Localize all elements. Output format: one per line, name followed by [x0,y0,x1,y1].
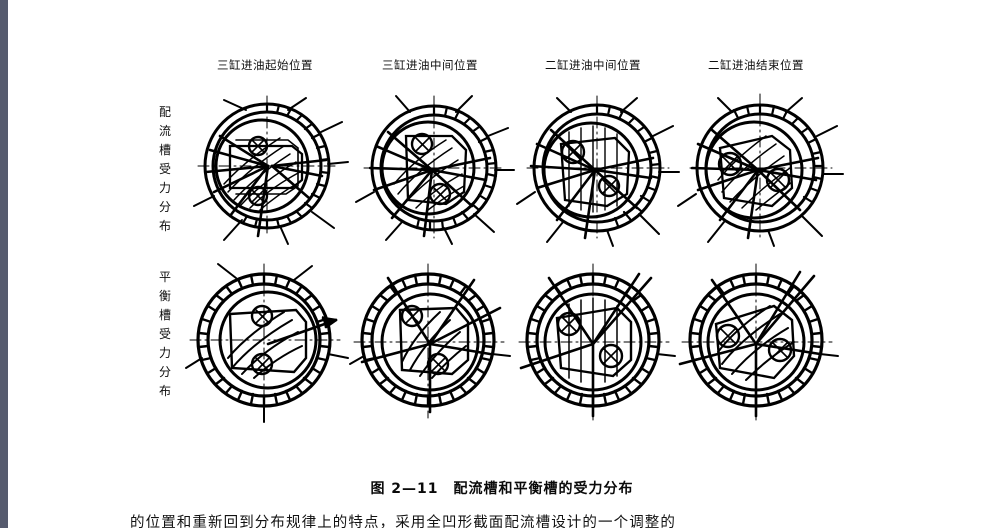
row-label-char: 受 [158,162,171,176]
figure-caption: 图 2—11 配流槽和平衡槽的受力分布 [370,481,634,497]
row-label-char: 槽 [158,308,171,322]
row-label-char: 力 [158,346,171,360]
diagram-r2c4 [674,258,844,421]
column-header-2: 三缸进油中间位置 [382,58,478,72]
row-label-char: 配 [158,105,171,119]
row-label-char: 平 [158,270,171,284]
row-label-char: 布 [158,219,171,233]
diagram-r1c4 [674,88,844,248]
diagram-r2c3 [511,258,681,421]
column-header-3: 二缸进油中间位置 [545,58,641,72]
row-label-char: 布 [158,384,171,398]
row-label-char: 分 [158,365,171,379]
row-label-balance-groove: 平 衡 槽 受 力 分 布 [154,268,176,401]
diagram-r1c2 [348,88,518,248]
column-header-1: 三缸进油起始位置 [217,58,313,72]
column-header-4: 二缸进油结束位置 [708,58,804,72]
row-label-char: 流 [158,124,171,138]
body-paragraph-clipped: 的位置和重新回到分布规律上的特点，采用全凹形截面配流槽设计的一个调整的 [130,515,676,528]
diagram-r2c2 [348,258,518,419]
viewer-gutter[interactable] [0,0,8,528]
row-label-char: 槽 [158,143,171,157]
diagram-r1c1 [184,88,354,248]
document-page: 三缸进油起始位置 三缸进油中间位置 二缸进油中间位置 二缸进油结束位置 配 流 … [8,0,996,528]
figure-2-11: 三缸进油起始位置 三缸进油中间位置 二缸进油中间位置 二缸进油结束位置 配 流 … [8,0,996,470]
row-label-char: 受 [158,327,171,341]
diagram-r1c3 [511,88,681,248]
row-label-char: 分 [158,200,171,214]
row-label-char: 力 [158,181,171,195]
row-label-char: 衡 [158,289,171,303]
diagram-r2c1 [184,258,354,423]
row-label-valve-groove: 配 流 槽 受 力 分 布 [154,103,176,236]
